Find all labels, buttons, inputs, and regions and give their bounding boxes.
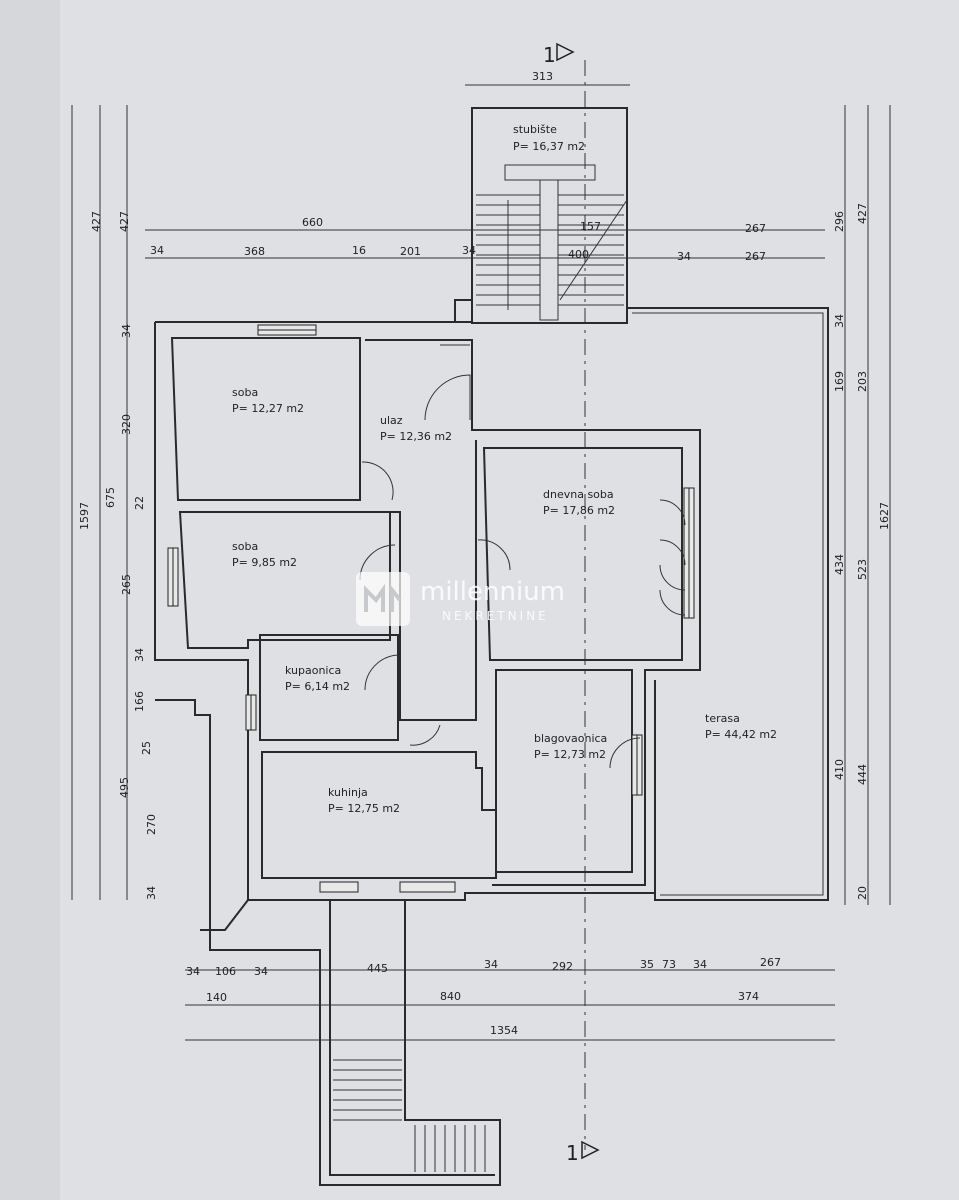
dimension-labels-bottom: 34 106 34 445 34 292 35 73 34 267 140 84… (186, 956, 781, 1037)
paper-shadow (0, 0, 60, 1200)
exterior-stairs (155, 699, 501, 1186)
svg-text:25: 25 (140, 741, 153, 755)
room-name-blagovaonica: blagovaonica (534, 732, 607, 745)
door-swings (359, 344, 686, 769)
svg-text:157: 157 (580, 220, 601, 233)
svg-text:296: 296 (833, 211, 846, 232)
dimension-lines-bottom (185, 969, 835, 1041)
svg-text:427: 427 (118, 211, 131, 232)
room-name-terasa: terasa (705, 712, 740, 725)
dimension-labels-right: 296 427 34 169 203 1627 434 523 410 444 … (833, 203, 891, 900)
room-area-ulaz: P= 12,36 m2 (380, 430, 452, 443)
staircase-top (471, 107, 628, 324)
svg-text:400: 400 (568, 248, 589, 261)
room-name-dnevna-soba: dnevna soba (543, 488, 614, 501)
svg-text:427: 427 (90, 211, 103, 232)
section-marker-bottom: 1 (566, 1140, 600, 1165)
room-labels: stubište P= 16,37 m2 soba P= 12,27 m2 ul… (232, 123, 777, 815)
svg-text:34: 34 (693, 958, 707, 971)
dimension-labels-left: 427 427 1597 675 34 320 22 265 34 166 25… (78, 211, 158, 900)
svg-text:292: 292 (552, 960, 573, 973)
svg-text:444: 444 (856, 764, 869, 785)
svg-text:16: 16 (352, 244, 366, 257)
svg-text:35: 35 (640, 958, 654, 971)
room-area-kuhinja: P= 12,75 m2 (328, 802, 400, 815)
svg-text:34: 34 (833, 314, 846, 328)
svg-text:523: 523 (856, 559, 869, 580)
svg-text:34: 34 (133, 648, 146, 662)
svg-text:106: 106 (215, 965, 236, 978)
svg-text:267: 267 (745, 222, 766, 235)
svg-text:1: 1 (543, 43, 556, 67)
svg-text:34: 34 (186, 965, 200, 978)
svg-text:1354: 1354 (490, 1024, 518, 1037)
svg-text:675: 675 (104, 487, 117, 508)
svg-text:34: 34 (677, 250, 691, 263)
svg-text:445: 445 (367, 962, 388, 975)
section-marker-top: 1 (543, 42, 575, 67)
svg-text:73: 73 (662, 958, 676, 971)
svg-text:368: 368 (244, 245, 265, 258)
room-name-stubiste: stubište (513, 123, 557, 136)
svg-text:1597: 1597 (78, 502, 91, 530)
dimension-lines-right (844, 105, 891, 905)
watermark-brand: millennium (420, 577, 565, 607)
room-name-soba-2: soba (232, 540, 258, 553)
svg-text:270: 270 (145, 814, 158, 835)
exterior-stair-treads (333, 1059, 486, 1172)
room-area-soba-1: P= 12,27 m2 (232, 402, 304, 415)
svg-text:34: 34 (120, 324, 133, 338)
svg-text:320: 320 (120, 414, 133, 435)
svg-text:34: 34 (145, 886, 158, 900)
svg-text:267: 267 (745, 250, 766, 263)
svg-text:840: 840 (440, 990, 461, 1003)
svg-text:34: 34 (484, 958, 498, 971)
room-name-kupaonica: kupaonica (285, 664, 341, 677)
svg-text:166: 166 (133, 691, 146, 712)
svg-text:203: 203 (856, 371, 869, 392)
svg-text:169: 169 (833, 371, 846, 392)
room-area-soba-2: P= 9,85 m2 (232, 556, 297, 569)
svg-text:34: 34 (254, 965, 268, 978)
svg-text:434: 434 (833, 554, 846, 575)
svg-text:374: 374 (738, 990, 759, 1003)
svg-text:34: 34 (150, 244, 164, 257)
svg-text:265: 265 (120, 574, 133, 595)
svg-text:410: 410 (833, 759, 846, 780)
dimension-lines-left (71, 105, 128, 900)
room-name-ulaz: ulaz (380, 414, 403, 427)
terrace (627, 307, 829, 901)
svg-text:427: 427 (856, 203, 869, 224)
room-area-blagovaonica: P= 12,73 m2 (534, 748, 606, 761)
svg-text:201: 201 (400, 245, 421, 258)
dimension-lines-top (145, 84, 825, 259)
dimension-labels-top: 313 660 157 267 34 368 16 201 34 400 34 … (150, 70, 766, 263)
svg-text:22: 22 (133, 496, 146, 510)
room-name-soba-1: soba (232, 386, 258, 399)
svg-text:313: 313 (532, 70, 553, 83)
svg-text:1: 1 (566, 1141, 579, 1165)
svg-text:1627: 1627 (878, 502, 891, 530)
svg-text:34: 34 (462, 244, 476, 257)
watermark: millennium NEKRETNINE (356, 572, 565, 626)
svg-text:20: 20 (856, 886, 869, 900)
svg-text:495: 495 (118, 777, 131, 798)
watermark-sub: NEKRETNINE (442, 609, 549, 623)
svg-text:267: 267 (760, 956, 781, 969)
svg-text:660: 660 (302, 216, 323, 229)
room-area-stubiste: P= 16,37 m2 (513, 140, 585, 153)
windows (167, 324, 695, 893)
room-area-kupaonica: P= 6,14 m2 (285, 680, 350, 693)
room-area-dnevna-soba: P= 17,86 m2 (543, 504, 615, 517)
room-area-terasa: P= 44,42 m2 (705, 728, 777, 741)
room-name-kuhinja: kuhinja (328, 786, 368, 799)
svg-text:140: 140 (206, 991, 227, 1004)
